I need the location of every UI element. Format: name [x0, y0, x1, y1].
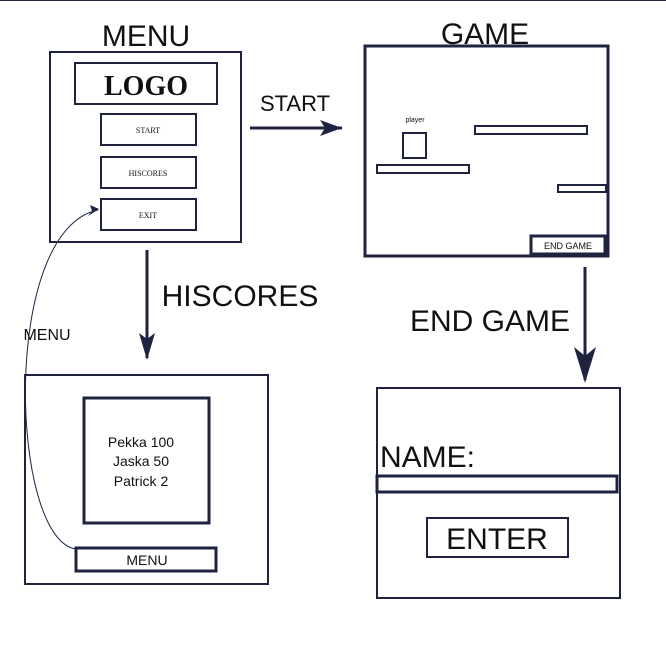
logo-text: LOGO: [104, 71, 188, 102]
end-game-arrow: [574, 267, 596, 383]
start-button[interactable]: START: [100, 113, 197, 146]
player-sprite: [402, 132, 427, 159]
hiscores-list-box: [82, 396, 211, 525]
menu-screen-frame: [49, 51, 242, 243]
menu-screen-title: MENU: [102, 20, 190, 53]
top-border-line: [0, 0, 666, 1]
enter-button[interactable]: ENTER: [426, 517, 569, 558]
end-game-button[interactable]: END GAME: [529, 234, 607, 256]
start-arrow: [250, 120, 342, 136]
hiscores-arrow: [139, 250, 155, 360]
start-arrow-label: START: [260, 91, 330, 116]
back-to-menu-curve: [25, 205, 99, 550]
end-game-arrow-label: END GAME: [410, 305, 570, 338]
hiscores-button[interactable]: HISCORES: [100, 156, 197, 189]
logo-box: [74, 62, 218, 105]
hiscore-entry: Pekka 100: [108, 434, 174, 450]
hiscores-arrow-label: HISCORES: [162, 280, 319, 313]
platform-top: [474, 125, 588, 135]
game-screen-frame: [363, 44, 610, 258]
player-label: player: [405, 117, 425, 124]
hiscores-menu-button-label: MENU: [126, 552, 167, 568]
enter-button-label: ENTER: [446, 523, 548, 556]
back-to-menu-label: MENU: [23, 327, 70, 344]
platform-left: [376, 164, 470, 174]
hiscores-button-label: HISCORES: [129, 169, 168, 178]
hiscore-entry: Patrick 2: [114, 473, 169, 489]
exit-button-label: EXIT: [139, 211, 157, 220]
hiscore-entry: Jaska 50: [113, 453, 169, 469]
exit-button[interactable]: EXIT: [100, 198, 197, 231]
name-label: NAME:: [380, 441, 475, 474]
start-button-label: START: [136, 126, 160, 135]
name-input-field[interactable]: [375, 474, 619, 494]
end-game-button-label: END GAME: [544, 241, 592, 251]
platform-right: [557, 184, 607, 193]
hiscores-menu-button[interactable]: MENU: [74, 546, 218, 573]
hiscores-screen-frame: [24, 374, 269, 585]
